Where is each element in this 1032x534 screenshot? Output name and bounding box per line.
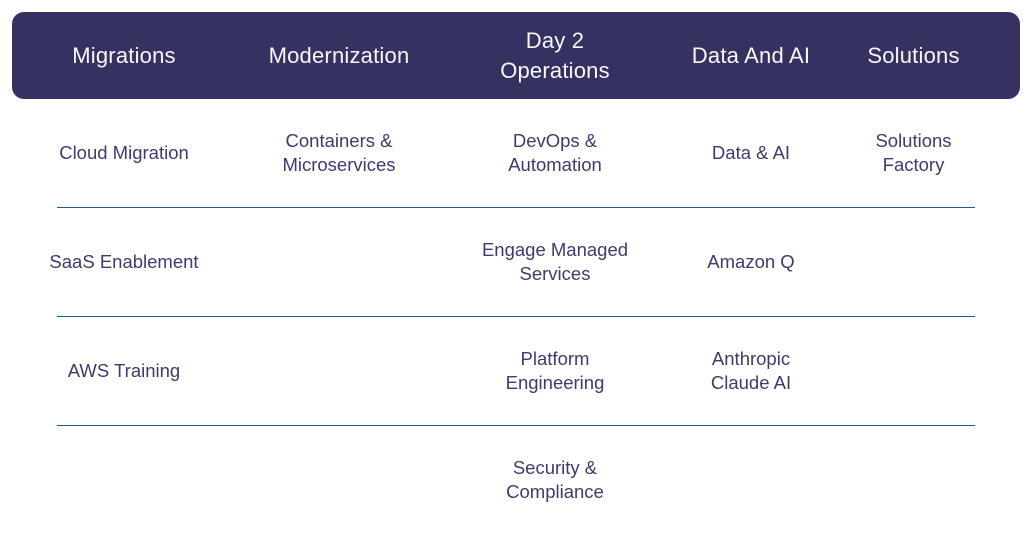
tab-modernization[interactable]: Modernization (268, 42, 410, 68)
menu-row-1: Cloud Migration Containers & Microservic… (0, 99, 1032, 207)
menu-item-amazon-q[interactable]: Amazon Q (707, 250, 795, 272)
tab-migrations[interactable]: Migrations (72, 42, 176, 68)
menu-row-4: Security & Compliance (0, 426, 1032, 534)
header-tabs: Migrations Modernization Day 2 Operation… (0, 12, 1032, 99)
tab-data-and-ai[interactable]: Data And AI (691, 42, 811, 68)
header-bar (12, 12, 1020, 99)
menu-item-cloud-migration[interactable]: Cloud Migration (59, 141, 189, 163)
tab-solutions[interactable]: Solutions (867, 42, 960, 68)
menu-row-2: SaaS Enablement Engage Managed Services … (0, 208, 1032, 316)
menu-item-devops-automation[interactable]: DevOps & Automation (508, 129, 602, 175)
menu-item-anthropic-claude-ai[interactable]: Anthropic Claude AI (710, 347, 792, 393)
row-divider (57, 424, 975, 426)
menu-item-saas-enablement[interactable]: SaaS Enablement (49, 250, 199, 272)
menu-item-aws-training[interactable]: AWS Training (67, 359, 181, 381)
tab-day-2-operations[interactable]: Day 2 Operations (500, 28, 610, 83)
menu-item-security-compliance[interactable]: Security & Compliance (506, 456, 604, 502)
menu-item-engage-managed-services[interactable]: Engage Managed Services (481, 238, 629, 284)
menu-row-3: AWS Training Platform Engineering Anthro… (0, 317, 1032, 425)
mega-menu: Migrations Modernization Day 2 Operation… (0, 12, 1032, 525)
row-divider (57, 315, 975, 317)
menu-item-platform-engineering[interactable]: Platform Engineering (505, 347, 605, 393)
menu-item-data-ai[interactable]: Data & AI (711, 141, 791, 163)
menu-item-solutions-factory[interactable]: Solutions Factory (875, 129, 952, 175)
menu-item-containers-microservices[interactable]: Containers & Microservices (282, 129, 396, 175)
header-row: Migrations Modernization Day 2 Operation… (0, 12, 1032, 99)
row-divider (57, 206, 975, 208)
